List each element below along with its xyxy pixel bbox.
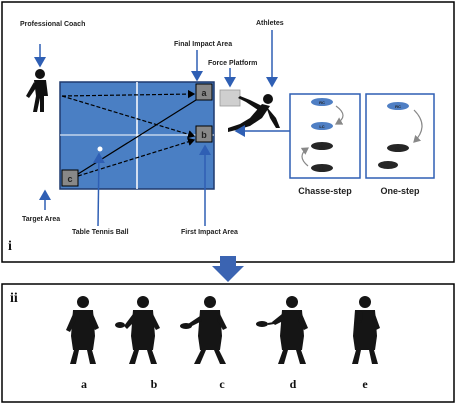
svg-text:c: c [67,174,72,184]
ball-label: Table Tennis Ball [72,229,129,236]
trajectory-diagonal-1 [61,95,196,139]
zone-b: b [195,125,213,143]
one-step-feet: RC RC [378,102,423,169]
foot-rc-dark-icon [387,144,409,152]
svg-text:RC: RC [319,144,325,149]
final-impact-label: Final Impact Area [174,41,232,48]
svg-text:RC: RC [319,100,325,105]
down-arrow-icon [212,256,244,282]
ball-arrow [92,152,105,227]
coach-silhouette [26,69,48,112]
first-impact-label: First Impact Area [181,229,238,236]
foot-dark-icon [378,161,398,169]
pose-d [256,296,308,364]
pose-e [352,296,380,364]
pose-label-d: d [290,377,297,391]
svg-text:a: a [201,88,207,98]
foot-rc-dark-icon [311,142,333,150]
pose-c [180,296,227,364]
panel-ii-label: ii [10,291,18,306]
svg-text:LC: LC [319,166,324,171]
svg-text:RC: RC [395,104,401,109]
chasse-step-feet: RC LC RC LC [300,98,344,172]
pose-label-e: e [362,377,368,391]
foot-rc-blue-icon [387,102,409,110]
pose-a [66,296,99,364]
chasse-step-box [289,93,361,179]
zone-c: c [61,169,79,187]
svg-text:LC: LC [319,124,324,129]
svg-text:b: b [201,130,207,140]
trajectory-top [61,89,196,99]
zone-a: a [195,83,213,101]
panel-ii-frame [1,283,455,403]
pose-label-a: a [81,377,87,391]
pose-label-c: c [219,377,225,391]
athletes-label: Athletes [256,20,284,27]
force-platform-label: Force Platform [208,60,257,67]
foot-rc-blue-icon [311,98,333,106]
foot-lc-blue-icon [311,122,333,130]
one-step-title: One-step [380,186,420,196]
svg-text:RC: RC [395,146,401,151]
panel-i-label: i [8,239,12,254]
trajectory-bottom [77,137,196,177]
force-platform [219,89,241,107]
pose-b [115,296,160,364]
ball-icon [97,146,103,152]
coach-label: Professional Coach [20,21,85,28]
foot-lc-dark-icon [311,164,333,172]
chasse-step-title: Chasse-step [298,186,352,196]
pose-label-b: b [151,377,158,391]
target-area-label: Target Area [22,216,60,223]
